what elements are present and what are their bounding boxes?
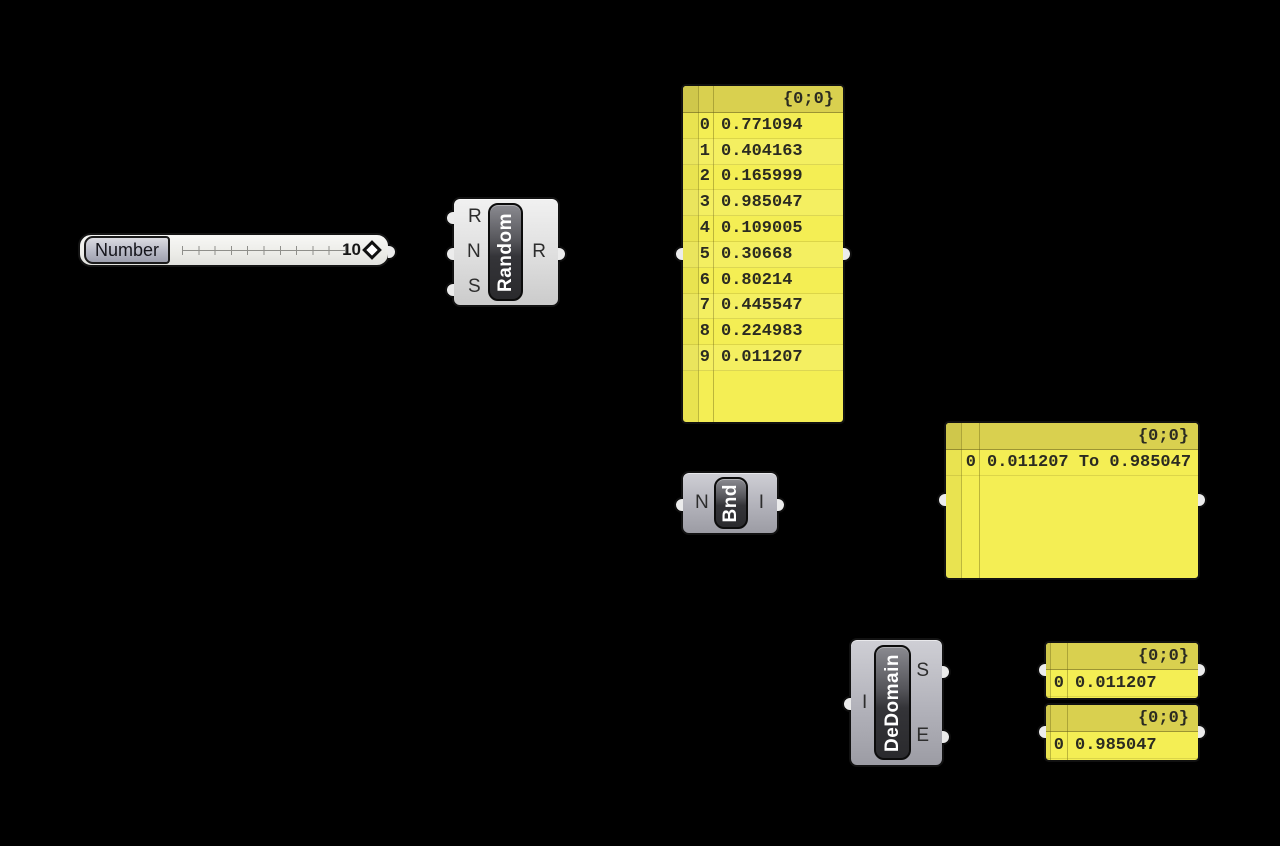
random-input-s-port[interactable] xyxy=(445,282,454,298)
slider-output-port[interactable] xyxy=(388,244,397,260)
panel-grab-strip[interactable] xyxy=(1046,643,1051,698)
random-input-r-port[interactable] xyxy=(445,210,454,226)
bounds-capsule[interactable]: Bnd xyxy=(714,477,748,529)
random-input-n-label: N xyxy=(467,241,481,262)
random-label: Random xyxy=(494,212,516,292)
slider-tick-marks xyxy=(182,246,346,255)
dedomain-component[interactable]: I DeDomain S E xyxy=(842,638,951,767)
panel-grab-strip[interactable] xyxy=(946,423,962,578)
random-input-r-label: R xyxy=(468,206,482,228)
panel-path-header: {0;0} xyxy=(946,423,1198,450)
dedomain-output-e-label: E xyxy=(916,725,929,747)
dedomain-capsule[interactable]: DeDomain xyxy=(874,645,911,760)
random-component[interactable]: R N S Random R xyxy=(445,197,567,307)
panel-path-header: {0;0} xyxy=(1046,643,1198,670)
random-input-s-label: S xyxy=(468,275,481,297)
panel-path-header: {0;0} xyxy=(683,86,843,113)
number-slider-name[interactable]: Number xyxy=(84,236,170,264)
panel-input-port[interactable] xyxy=(1037,662,1046,678)
random-input-n-port[interactable] xyxy=(445,246,454,262)
dedomain-input-i-label: I xyxy=(862,691,868,713)
dedomain-output-s-port[interactable] xyxy=(942,664,951,680)
dedomain-output-s-label: S xyxy=(916,660,929,682)
random-output-r-label: R xyxy=(532,241,546,262)
bounds-label: Bnd xyxy=(720,483,741,523)
panel-output-port[interactable] xyxy=(1198,724,1207,740)
slider-value: 10 xyxy=(342,240,361,259)
dedomain-output-e-port[interactable] xyxy=(942,729,951,745)
bounds-input-n-port[interactable] xyxy=(674,497,683,513)
panel-index-divider xyxy=(1067,705,1068,760)
dedomain-label: DeDomain xyxy=(881,653,903,752)
bounds-output-i-label: I xyxy=(758,492,764,513)
panel-path-header: {0;0} xyxy=(1046,705,1198,732)
dedomain-input-i-port[interactable] xyxy=(842,696,851,712)
panel-input-port[interactable] xyxy=(674,246,683,262)
slider-grip-icon[interactable] xyxy=(362,240,382,260)
bounds-input-n-label: N xyxy=(695,492,709,513)
panel-index-divider xyxy=(713,86,714,422)
panel-index-divider xyxy=(1067,643,1068,698)
bounds-output-i-port[interactable] xyxy=(777,497,786,513)
panel-output-port[interactable] xyxy=(1198,492,1207,508)
panel-input-port[interactable] xyxy=(937,492,946,508)
number-slider[interactable]: Number 10 xyxy=(78,233,397,267)
panel-output-port[interactable] xyxy=(843,246,852,262)
random-output-r-port[interactable] xyxy=(558,246,567,262)
panel-grab-strip[interactable] xyxy=(683,86,699,422)
panel-output-port[interactable] xyxy=(1198,662,1207,678)
random-capsule[interactable]: Random xyxy=(488,203,523,301)
panel-input-port[interactable] xyxy=(1037,724,1046,740)
panel-index-divider xyxy=(979,423,980,578)
panel-grab-strip[interactable] xyxy=(1046,705,1051,760)
bounds-component[interactable]: N Bnd I xyxy=(674,471,786,535)
